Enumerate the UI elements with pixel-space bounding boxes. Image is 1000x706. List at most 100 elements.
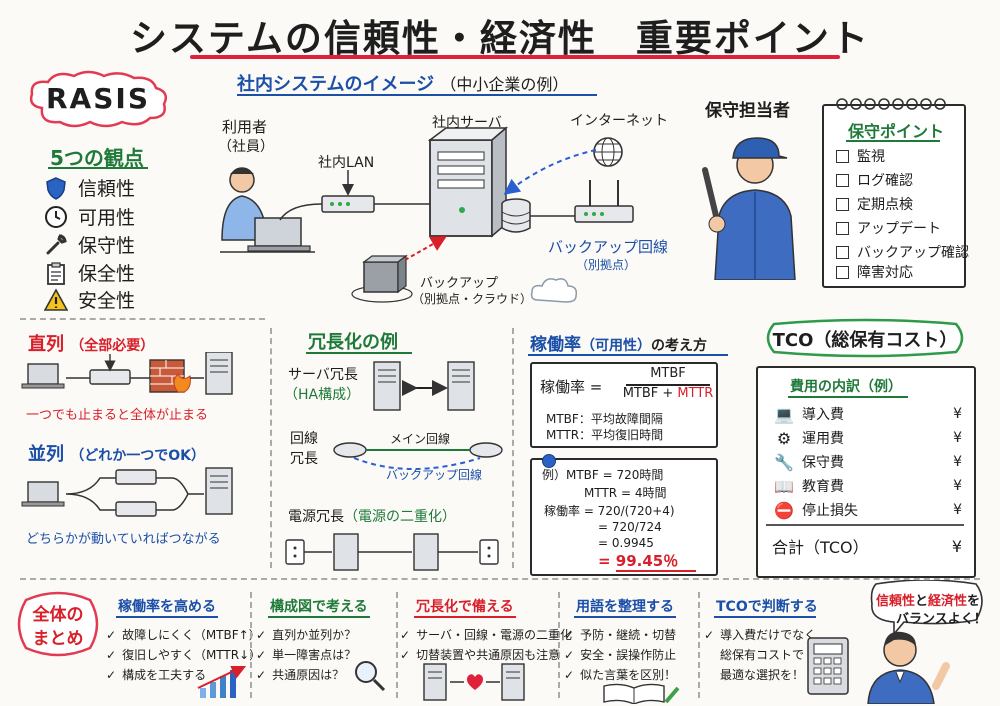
summary-item: ✓安全・誤操作防止 — [564, 648, 677, 662]
book-icon: 📖 — [774, 476, 794, 496]
tco-item-value: ¥ — [953, 454, 962, 470]
summary-item-text: 似た言葉を区別！ — [580, 668, 677, 682]
maintenance-item-label: ログ確認 — [857, 173, 913, 189]
rasis-item-label: 可用性 — [78, 207, 136, 229]
page-title: システムの信頼性・経済性 重要ポイント — [130, 17, 870, 60]
rasis-badge: RASIS — [22, 68, 174, 130]
backup-line-arrow — [503, 149, 597, 195]
user-label: 利用者 — [222, 118, 268, 136]
lan-switch — [321, 195, 375, 213]
bubble-word: と — [915, 594, 929, 609]
internet-label: インターネット — [570, 113, 668, 129]
tco-item: 💻 導入費 ¥ — [772, 404, 962, 424]
server-redundancy-label: サーバ冗長 — [288, 367, 358, 383]
system-diagram — [220, 126, 634, 303]
tco-total-label: 合計（TCO） — [772, 538, 869, 557]
divider — [20, 578, 980, 580]
summary-item: ✓切替装置や共通原因も注意 — [400, 648, 561, 662]
clipboard-icon — [47, 261, 65, 285]
tco-heading: TCO（総保有コスト） — [772, 330, 958, 351]
summary-item-text: 予防・継続・切替 — [580, 628, 677, 642]
backup-line-label: バックアップ回線 — [548, 238, 669, 256]
tco-item-label: 教育費 — [802, 479, 844, 495]
rasis-item-label: 保全性 — [78, 263, 136, 285]
globe-icon — [593, 137, 623, 167]
rasis-item-label: 安全性 — [78, 290, 136, 312]
maintenance-item-label: 監視 — [857, 149, 885, 165]
summary-heading-underline — [714, 616, 816, 618]
maintenance-item: 監視 — [836, 146, 885, 166]
summary-item: ✓構成を工夫する — [106, 668, 207, 682]
formula-label: 稼働率 = — [540, 378, 603, 396]
tco-item-value: ¥ — [953, 430, 962, 446]
availability-formula-box: 稼働率 = MTBF MTBF + MTTR MTBF：平均故障間隔 MTTR：… — [530, 362, 718, 448]
summary-column-heading: TCOで判断する — [716, 599, 818, 615]
summary-heading-underline — [116, 616, 218, 618]
rasis-item-label: 保守性 — [78, 235, 136, 257]
rasis-item: 保全性 — [44, 259, 135, 286]
summary-heading-underline — [414, 616, 516, 618]
warning-icon — [44, 287, 68, 311]
summary-item-text: サーバ・回線・電源の二重化 — [416, 628, 572, 642]
rasis-heading: 5つの観点 — [50, 146, 144, 170]
series-diagram — [21, 352, 233, 395]
backup-line-label-2: バックアップ回線 — [386, 468, 483, 482]
bubble-word: を — [967, 594, 981, 609]
title-underline — [190, 55, 840, 59]
availability-heading-mid: （可用性） — [581, 338, 651, 354]
summary-heading-underline — [268, 616, 370, 618]
divider — [396, 592, 398, 698]
summary-item-text: 故障しにくく（MTBF↑） — [122, 628, 261, 642]
example-line: MTTR = 4時間 — [584, 486, 667, 500]
speech-bubble: 信頼性と経済性を バランスよく！ — [864, 579, 988, 637]
summary-item: ✓故障しにくく（MTBF↑） — [106, 628, 261, 642]
maintenance-item-label: アップデート — [857, 221, 941, 237]
tco-total-divider — [766, 524, 964, 526]
wrench-icon: 🔧 — [774, 452, 794, 472]
wrench-icon — [702, 167, 720, 223]
backup-line-sub: （別拠点） — [576, 258, 637, 272]
line-redundancy-label2: 冗長 — [290, 451, 318, 467]
tco-item-value: ¥ — [953, 478, 962, 494]
summary-item: 最適な選択を！ — [720, 666, 804, 683]
series-note: （全部必要） — [70, 338, 155, 354]
bubble-line2: バランスよく！ — [896, 612, 987, 627]
user-figure — [220, 167, 315, 253]
tco-total-value: ¥ — [951, 536, 962, 556]
growth-chart-icon — [197, 666, 246, 698]
power-redundancy-sub: （電源の二重化） — [344, 509, 456, 525]
book-pencil-icon — [603, 683, 680, 704]
magnifier-icon — [355, 661, 386, 692]
system-heading-underline — [237, 94, 597, 96]
system-heading-sub: （中小企業の例） — [440, 75, 569, 94]
divider — [512, 328, 514, 568]
availability-heading: 稼働率（可用性）の考え方 — [530, 330, 707, 355]
series-caption: 一つでも止まると全体が止まる — [26, 408, 209, 423]
tco-item-label: 導入費 — [802, 407, 844, 423]
maintenance-heading: 保守ポイント — [848, 122, 945, 141]
database-icon — [501, 198, 531, 233]
availability-heading-main: 稼働率 — [530, 335, 581, 355]
tco-item: 📖 教育費 ¥ — [772, 476, 962, 496]
maintenance-notepad: 保守ポイント — [822, 104, 966, 288]
maintenance-item: ログ確認 — [836, 170, 913, 190]
divider — [698, 592, 700, 698]
rasis-item: 保守性 — [44, 231, 135, 258]
checkbox — [836, 173, 849, 187]
wrench-icon — [46, 234, 67, 254]
rasis-title: RASIS — [46, 82, 150, 115]
rasis-item: 可用性 — [44, 203, 135, 230]
summary-item: ✓直列か並列か？ — [256, 628, 357, 642]
example-line: 稼働率 = 720/(720+4) — [544, 504, 675, 518]
maintenance-item: バックアップ確認 — [836, 242, 969, 262]
summary-item-text: 共通原因は？ — [272, 668, 345, 682]
availability-result: = 99.45％ — [598, 552, 679, 570]
lan-label: 社内LAN — [318, 155, 375, 171]
tco-sub-heading-underline — [788, 396, 908, 398]
summary-item: ✓導入費だけでなく — [704, 628, 817, 642]
maintenance-item: 障害対応 — [836, 262, 913, 282]
checkbox — [836, 221, 849, 235]
maintenance-item-label: 障害対応 — [857, 265, 913, 281]
summary-item-text: 切替装置や共通原因も注意 — [416, 648, 561, 662]
summary-item-text: 復旧しやすく（MTTR↓） — [122, 648, 262, 662]
